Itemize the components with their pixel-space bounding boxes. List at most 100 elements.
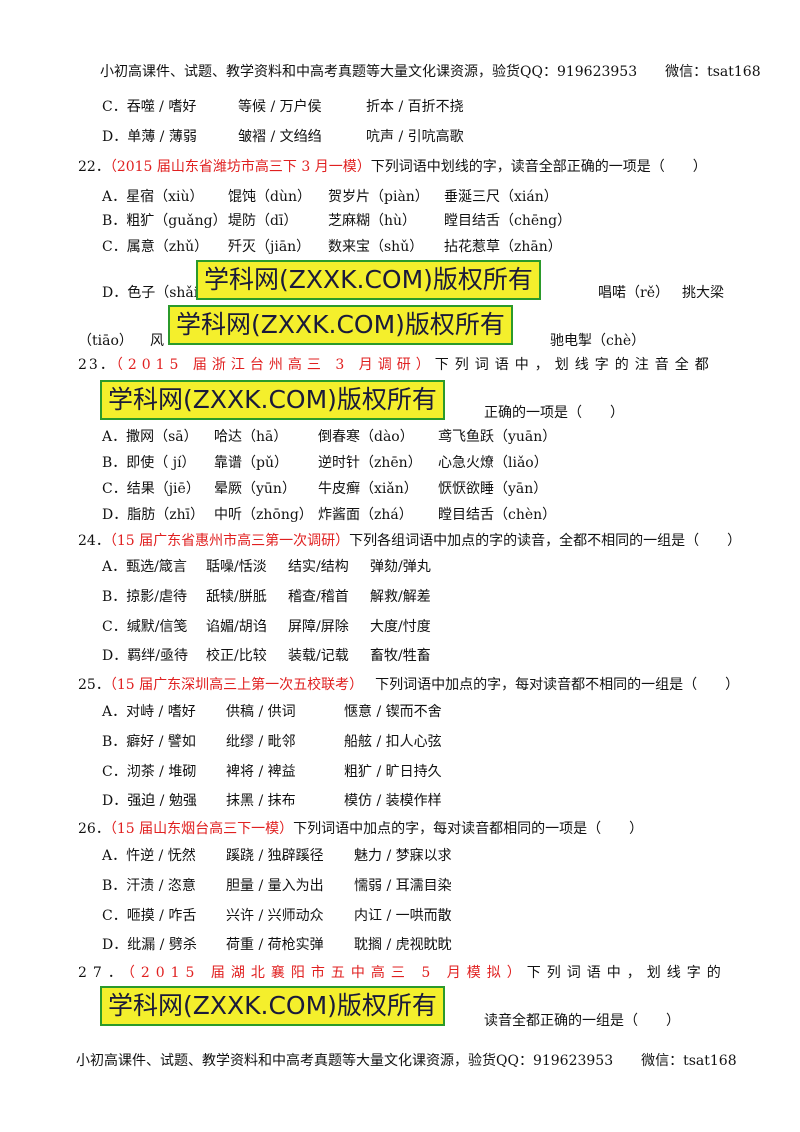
option-text: 模仿 / 装模作样 — [344, 793, 442, 809]
option-text: 芝麻糊（hù） — [328, 213, 417, 229]
question-number: 25． — [78, 677, 110, 693]
option-text: A．甄选/箴言 — [102, 559, 187, 575]
q27-stem: 27．（2015 届湖北襄阳市五中高三 5 月模拟）下列词语中，划线字的 — [78, 962, 727, 982]
option-text: 哈达（hā） — [214, 429, 288, 445]
option-text: 中听（zhōng） — [214, 507, 313, 523]
option-text: A．星宿（xiù） — [102, 189, 204, 205]
question-number: 24． — [78, 533, 110, 549]
option-text: 瞠目结舌（chèn） — [438, 507, 557, 523]
question-source: （15 届广东深圳高三上第一次五校联考） — [109, 677, 364, 693]
question-number: 26． — [78, 821, 110, 837]
option-text: C．缄默/信笺 — [102, 619, 188, 635]
option-text: 屏障/屏除 — [288, 619, 349, 635]
option-text: 贺岁片（piàn） — [328, 189, 429, 205]
option-text: A．对峙 / 嗜好 — [102, 704, 196, 720]
option-text: 歼灭（jiān） — [228, 239, 311, 255]
option-text: 晕厥（yūn） — [214, 481, 296, 497]
option-text: 解救/解差 — [370, 589, 431, 605]
option-text: C．结果（jiē） — [102, 481, 200, 497]
option-text: 胆量 / 量入为出 — [226, 878, 324, 894]
question-number: 23． — [78, 357, 116, 373]
option-text: 聒噪/恬淡 — [206, 559, 267, 575]
option-text: 内讧 / 一哄而散 — [354, 908, 452, 924]
option-text: D．脂肪（zhī） — [102, 507, 205, 523]
option-text: D．单薄 / 薄弱 — [102, 129, 197, 145]
question-number: 27． — [78, 965, 128, 981]
page-header: 小初高课件、试题、教学资料和中高考真题等大量文化课资源，验货QQ：9196239… — [100, 64, 761, 80]
option-text: C．沏茶 / 堆砌 — [102, 764, 197, 780]
watermark-stamp: 学科网(ZXXK.COM)版权所有 — [100, 986, 445, 1026]
option-text: 兴许 / 兴师动众 — [226, 908, 324, 924]
option-text: 恹恹欲睡（yān） — [438, 481, 548, 497]
option-text: C．属意（zhǔ） — [102, 239, 209, 255]
option-text: 蹊跷 / 独辟蹊径 — [226, 848, 324, 864]
option-text: 荷重 / 荷枪实弹 — [226, 937, 324, 953]
option-text: 抹黑 / 抹布 — [226, 793, 296, 809]
option-text: B．汗渍 / 恣意 — [102, 878, 196, 894]
option-text: 瞠目结舌（chēng） — [444, 213, 572, 229]
option-text: 风 — [150, 333, 164, 349]
option-text: 魅力 / 梦寐以求 — [354, 848, 452, 864]
option-text: C．咂摸 / 咋舌 — [102, 908, 197, 924]
option-text: 炸酱面（zhá） — [318, 507, 413, 523]
question-source: （15 届广东省惠州市高三第一次调研） — [109, 533, 350, 549]
question-text: 下列词语中划线的字，读音全部正确的一项是（ ） — [370, 159, 707, 175]
question-text: 下列各组词语中加点的字的读音，全都不相同的一组是（ ） — [349, 533, 742, 549]
option-text: 耽搁 / 虎视眈眈 — [354, 937, 452, 953]
option-text: 裨将 / 裨益 — [226, 764, 296, 780]
option-text: 粗犷 / 旷日持久 — [344, 764, 442, 780]
option-text: D．纰漏 / 劈杀 — [102, 937, 197, 953]
option-text: D．色子（shǎi） — [102, 285, 213, 301]
option-text: 吭声 / 引吭高歌 — [366, 129, 464, 145]
option-text: 惬意 / 锲而不舍 — [344, 704, 442, 720]
option-text: 供稿 / 供词 — [226, 704, 296, 720]
option-text: 逆时针（zhēn） — [318, 455, 422, 471]
option-text: 畜牧/牲畜 — [370, 648, 431, 664]
option-text: 挑大梁 — [682, 285, 724, 301]
option-text: B．掠影/虐待 — [102, 589, 188, 605]
option-text: A．忤逆 / 怃然 — [102, 848, 196, 864]
option-text: 心急火燎（liǎo） — [438, 455, 548, 471]
q23-stem-cont: 正确的一项是（ ） — [484, 405, 624, 421]
q26-stem: 26．（15 届山东烟台高三下一模）下列词语中加点的字，每对读音都相同的一项是（… — [78, 818, 643, 838]
watermark-stamp: 学科网(ZXXK.COM)版权所有 — [100, 380, 445, 420]
option-text: 船舷 / 扣人心弦 — [344, 734, 442, 750]
q25-stem: 25．（15 届广东深圳高三上第一次五校联考） 下列词语中加点的字，每对读音都不相… — [78, 674, 739, 694]
question-text: 下列词语中，划线字的注音全都 — [434, 357, 715, 373]
option-text: 大度/忖度 — [370, 619, 431, 635]
watermark-stamp: 学科网(ZXXK.COM)版权所有 — [196, 260, 541, 300]
option-text: 拈花惹草（zhān） — [444, 239, 562, 255]
question-source: （15 届山东烟台高三下一模） — [109, 821, 294, 837]
option-text: 皱褶 / 文绉绉 — [238, 129, 322, 145]
option-text: B．癖好 / 譬如 — [102, 734, 196, 750]
q24-stem: 24．（15 届广东省惠州市高三第一次调研）下列各组词语中加点的字的读音，全都不… — [78, 530, 741, 550]
option-text: 结实/结构 — [288, 559, 349, 575]
q23-stem: 23．（2015 届浙江台州高三 3 月调研）下列词语中，划线字的注音全都 — [78, 354, 715, 374]
option-text: 堤防（dī） — [228, 213, 298, 229]
option-text: A．撒网（sā） — [102, 429, 198, 445]
option-text: 稽查/稽首 — [288, 589, 349, 605]
option-text: D．强迫 / 勉强 — [102, 793, 197, 809]
watermark-stamp: 学科网(ZXXK.COM)版权所有 — [168, 305, 513, 345]
option-text: 数来宝（shǔ） — [328, 239, 424, 255]
question-source: （2015 届湖北襄阳市五中高三 5 月模拟） — [127, 965, 527, 981]
question-text: 下列词语中加点的字，每对读音都不相同的一组是（ ） — [375, 677, 740, 693]
question-text: 下列词语中，划线字的 — [526, 965, 727, 981]
option-text: 懦弱 / 耳濡目染 — [354, 878, 452, 894]
option-text: 装载/记载 — [288, 648, 349, 664]
option-text: D．羁绊/亟待 — [102, 648, 188, 664]
page-footer: 小初高课件、试题、教学资料和中高考真题等大量文化课资源，验货QQ：9196239… — [76, 1053, 737, 1069]
q27-stem-cont: 读音全都正确的一组是（ ） — [484, 1013, 680, 1029]
option-text: 垂涎三尺（xián） — [444, 189, 558, 205]
option-text: 弹劾/弹丸 — [370, 559, 431, 575]
question-number: 22． — [78, 159, 110, 175]
question-source: （2015 届山东省潍坊市高三下 3 月一模） — [109, 159, 371, 175]
option-text: B．即使（ jí） — [102, 455, 196, 471]
option-text: 舐犊/胼胝 — [206, 589, 267, 605]
option-text: 校正/比较 — [206, 648, 267, 664]
option-text: 谄媚/胡诌 — [206, 619, 267, 635]
option-text: C．吞噬 / 嗜好 — [102, 99, 197, 115]
option-text: 靠谱（pǔ） — [214, 455, 288, 471]
option-text: B．粗犷（guǎng） — [102, 213, 227, 229]
option-text: 牛皮癣（xiǎn） — [318, 481, 418, 497]
